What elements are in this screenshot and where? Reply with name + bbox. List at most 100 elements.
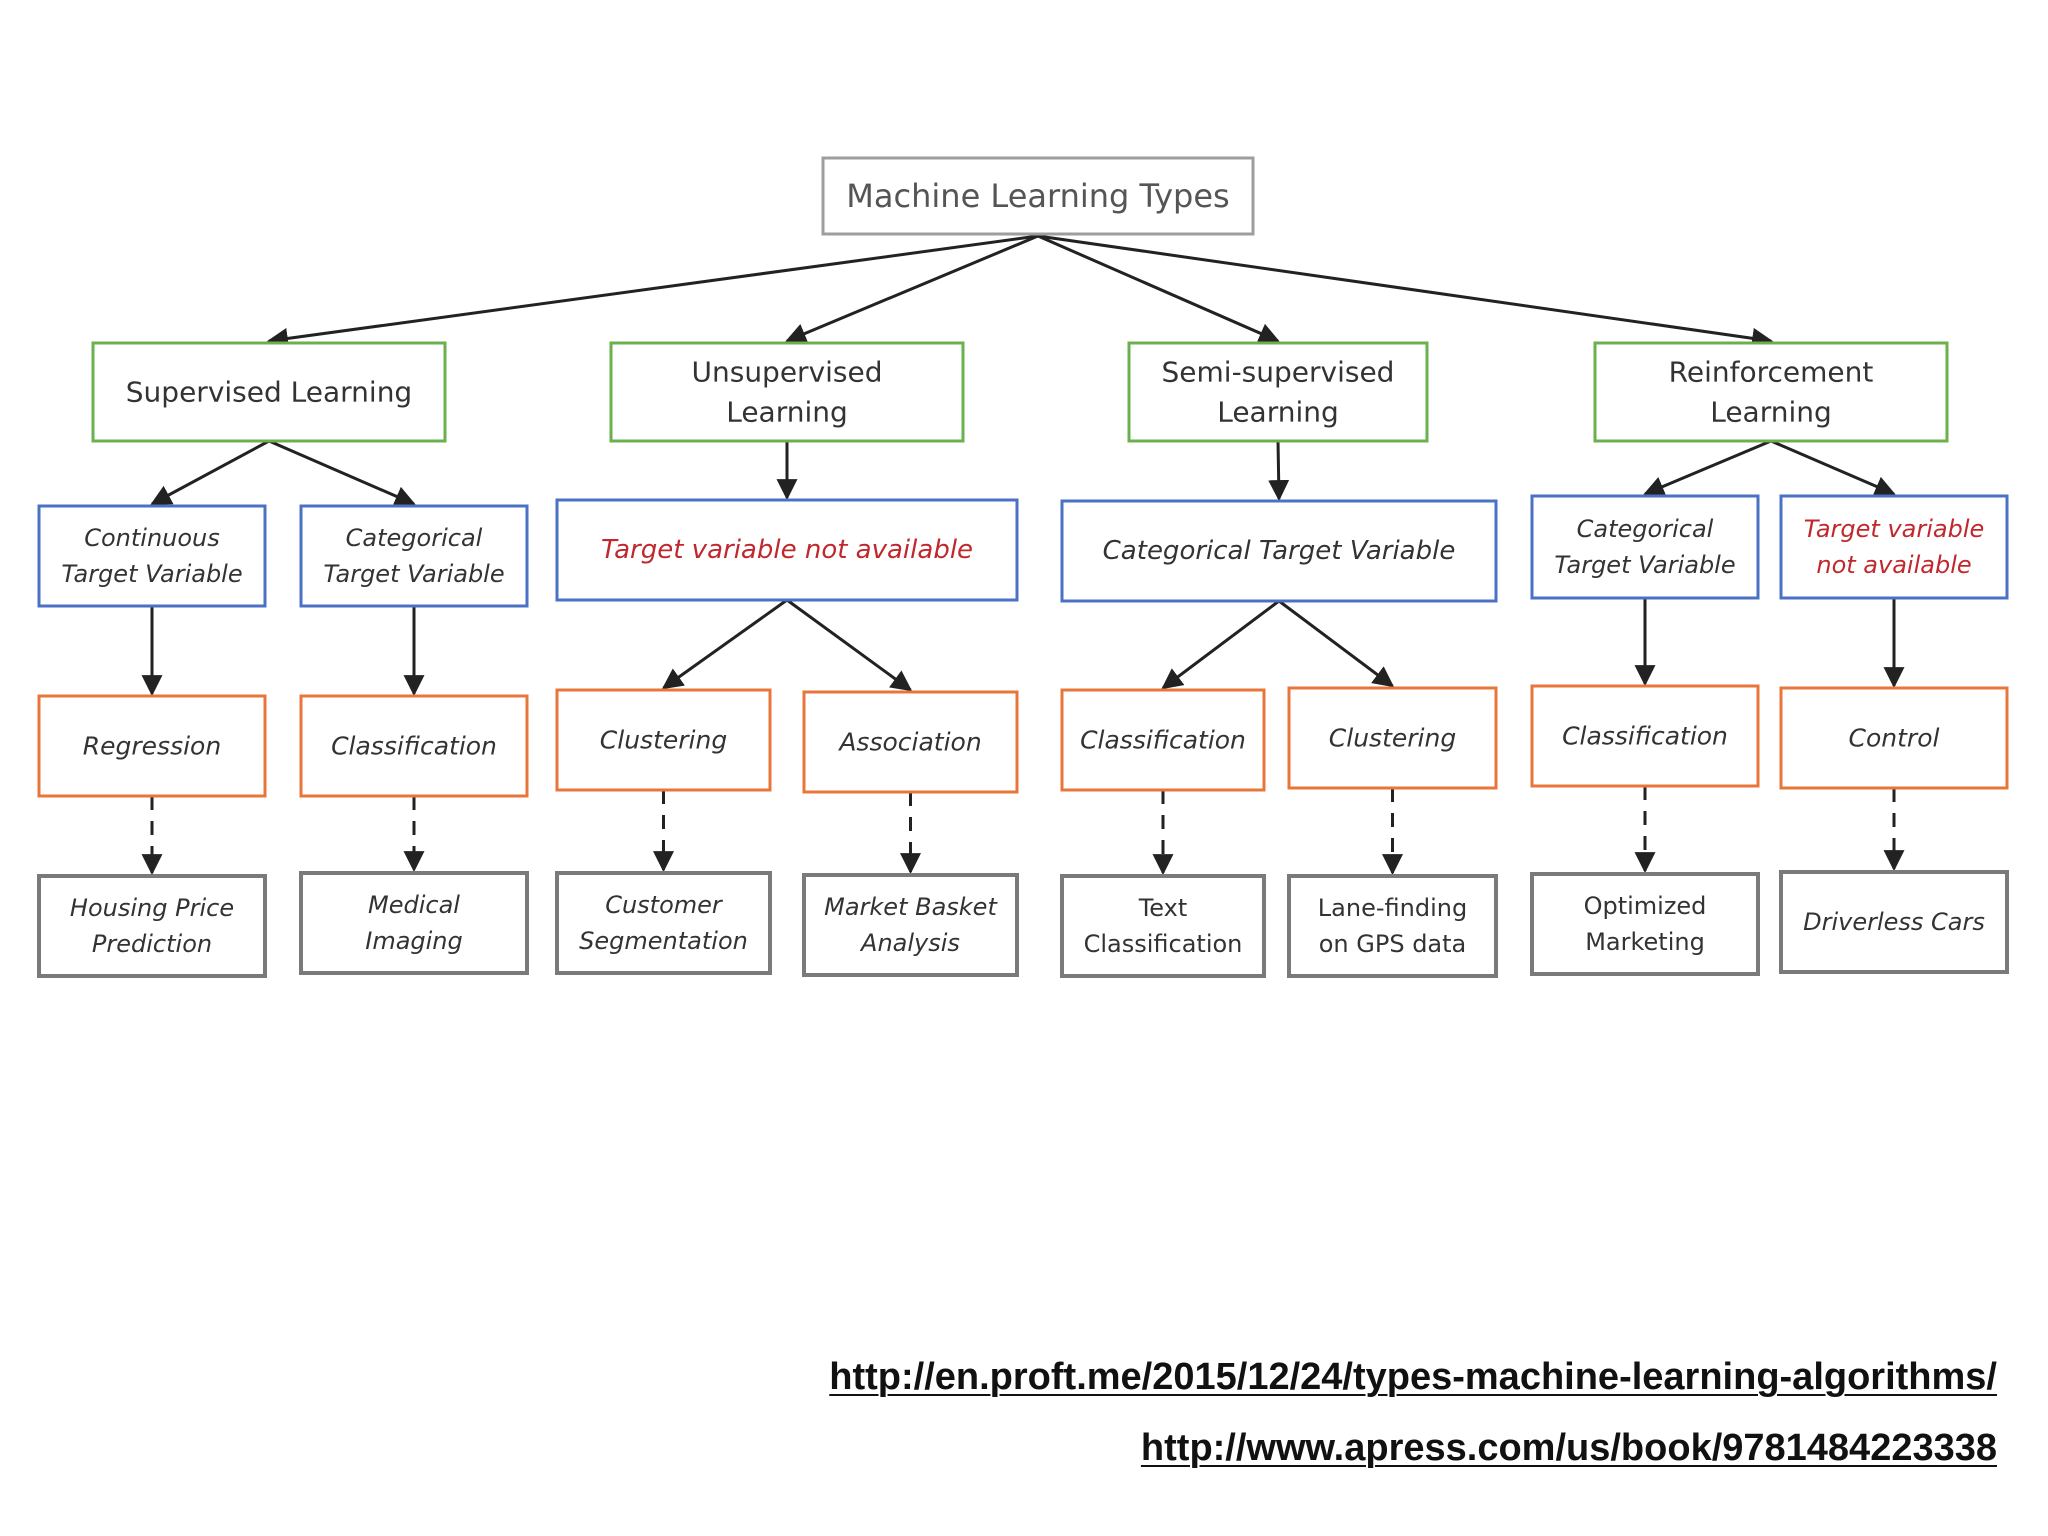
category-semi-supervised-learning-target-1-task-clustering: Clustering [1287,686,1498,790]
category-unsupervised-learning-target-1-task-association-frame [802,690,1019,794]
connector-category-reinforcement-learning-target-2 [1770,439,1896,497]
category-semi-supervised-learning-target-1-task-classification-application-label: Text [1138,894,1188,922]
category-unsupervised-learning-target-1-task-association-label: Association [837,728,981,757]
connector-root-category-unsupervised-learning [785,234,1039,344]
category-unsupervised-learning-target-1-task-association-application-label: Analysis [859,929,960,957]
category-supervised-learning-target-1-task-regression: Regression [37,694,267,798]
category-supervised-learning-target-1-task-regression-label: Regression [83,732,221,761]
category-semi-supervised-learning-target-1-task-clustering-label: Clustering [1329,724,1456,753]
category-reinforcement-learning-target-2-task-control-frame [1779,686,2009,790]
category-semi-supervised-learning-target-1-frame [1060,499,1498,603]
category-unsupervised-learning-target-1: Target variable not available [555,498,1019,602]
category-supervised-learning-target-2-task-classification-application-label: Imaging [365,927,463,955]
category-reinforcement-learning-target-2-frame [1779,494,2009,600]
connector-category-unsupervised-learning-target-1-task-association [786,598,913,692]
category-supervised-learning-target-1-task-regression-frame [37,694,267,798]
category-reinforcement-learning-target-1-task-classification-application-label: Optimized [1584,892,1707,920]
category-supervised-learning-target-2-task-classification-frame [299,694,529,798]
category-semi-supervised-learning-target-1-task-classification-application-frame [1060,874,1266,978]
category-semi-supervised-learning-target-1-task-clustering-application-label: on GPS data [1319,930,1467,958]
category-semi-supervised-learning-target-1-label: Categorical Target Variable [1103,536,1456,566]
category-semi-supervised-learning-target-1-task-classification: Classification [1060,688,1266,792]
category-reinforcement-learning-target-2-task-control-application-label: Driverless Cars [1803,908,1985,936]
connector-category-semi-supervised-learning-target-1 [1268,440,1290,502]
connector-category-semi-supervised-learning-target-1-task-clustering [1278,599,1395,688]
connector-category-supervised-learning-target-1 [150,439,270,506]
category-semi-supervised-learning-target-1-task-clustering-application-label: Lane-finding [1318,894,1467,922]
category-reinforcement-learning-label: Reinforcement [1669,356,1874,389]
category-semi-supervised-learning-label: Learning [1217,396,1339,429]
category-unsupervised-learning-target-1-label: Target variable not available [601,535,973,565]
category-reinforcement-learning-target-2-label: Target variable [1804,515,1985,543]
category-reinforcement-learning-target-2-task-control: Control [1779,686,2009,790]
category-supervised-learning-target-1-frame [37,504,267,608]
category-unsupervised-learning-target-1-task-clustering-frame [555,688,772,792]
category-unsupervised-learning-target-1-task-clustering-application-label: Segmentation [579,927,748,955]
category-supervised-learning-target-1-task-regression-application-label: Prediction [92,930,212,958]
category-reinforcement-learning-frame [1593,341,1949,443]
category-unsupervised-learning-target-1-task-clustering-label: Clustering [600,726,727,755]
category-reinforcement-learning-target-2-task-control-application: Driverless Cars [1779,870,2009,974]
category-semi-supervised-learning-target-1-task-classification-label: Classification [1080,726,1246,755]
connector-category-semi-supervised-learning-target-1-task-classification [1161,599,1280,690]
category-semi-supervised-learning-label: Semi-supervised [1162,356,1395,389]
category-semi-supervised-learning-target-1-task-classification-application-label: Classification [1084,930,1243,958]
category-semi-supervised-learning-target-1-task-clustering-frame [1287,686,1498,790]
category-unsupervised-learning-target-1-task-clustering-application-label: Customer [605,891,724,919]
category-semi-supervised-learning-target-1-task-clustering-application-frame [1287,874,1498,978]
category-unsupervised-learning-label: Unsupervised [691,356,882,389]
category-semi-supervised-learning-target-1-task-classification-frame [1060,688,1266,792]
category-supervised-learning-target-2-label: Target Variable [323,560,504,588]
category-supervised-learning-target-1-label: Continuous [84,524,220,552]
category-supervised-learning-target-2-task-classification-label: Classification [331,732,497,761]
connector-category-supervised-learning-target-2 [268,439,416,507]
root-node-frame [821,156,1255,236]
category-reinforcement-learning-target-2-label: not available [1816,551,1971,579]
connector-root-category-semi-supervised-learning [1037,234,1280,344]
category-supervised-learning-target-2-task-classification-application-frame [299,871,529,975]
category-unsupervised-learning-target-1-task-association-application-frame [802,873,1019,977]
category-supervised-learning-target-1-task-regression-application-frame [37,874,267,978]
category-reinforcement-learning-target-2-task-control-application-frame [1779,870,2009,974]
category-unsupervised-learning-target-1-task-association: Association [802,690,1019,794]
category-unsupervised-learning-target-1-frame [555,498,1019,602]
category-supervised-learning-target-1-task-regression-application-label: Housing Price [70,894,234,922]
category-unsupervised-learning-frame [609,341,965,443]
category-supervised-learning: Supervised Learning [91,341,447,443]
category-unsupervised-learning-target-1-task-clustering: Clustering [555,688,772,792]
category-supervised-learning-target-2-task-classification-application-label: Medical [368,891,460,919]
category-semi-supervised-learning-target-1: Categorical Target Variable [1060,499,1498,603]
reference-link-apress[interactable]: http://www.apress.com/us/book/9781484223… [1140,1427,1997,1469]
category-semi-supervised-learning-frame [1127,341,1429,443]
category-reinforcement-learning-target-1-task-classification-application-label: Marketing [1585,928,1705,956]
category-reinforcement-learning-target-1-task-classification-application-frame [1530,872,1760,976]
root-node: Machine Learning Types [821,156,1255,236]
category-unsupervised-learning-target-1-task-clustering-application-frame [555,871,772,975]
root-node-label: Machine Learning Types [846,177,1229,215]
category-supervised-learning-target-2-frame [299,504,529,608]
connector-category-reinforcement-learning-target-1 [1643,439,1772,497]
category-unsupervised-learning-label: Learning [726,396,848,429]
category-reinforcement-learning-target-2: Target variable not available [1779,494,2009,600]
reference-link-proft[interactable]: http://en.proft.me/2015/12/24/types-mach… [829,1356,1997,1398]
category-supervised-learning-target-2-task-classification: Classification [299,694,529,798]
category-reinforcement-learning-label: Learning [1710,396,1832,429]
category-reinforcement-learning-target-1-label: Categorical [1577,515,1714,543]
category-reinforcement-learning-target-1-label: Target Variable [1554,551,1735,579]
connector-root-category-supervised-learning [266,234,1039,349]
category-reinforcement-learning-target-1-task-classification: Classification [1530,684,1760,788]
category-supervised-learning-frame [91,341,447,443]
category-supervised-learning-target-2-label: Categorical [346,524,483,552]
category-semi-supervised-learning-target-1-task-clustering-application: Lane-finding on GPS data [1287,874,1498,978]
